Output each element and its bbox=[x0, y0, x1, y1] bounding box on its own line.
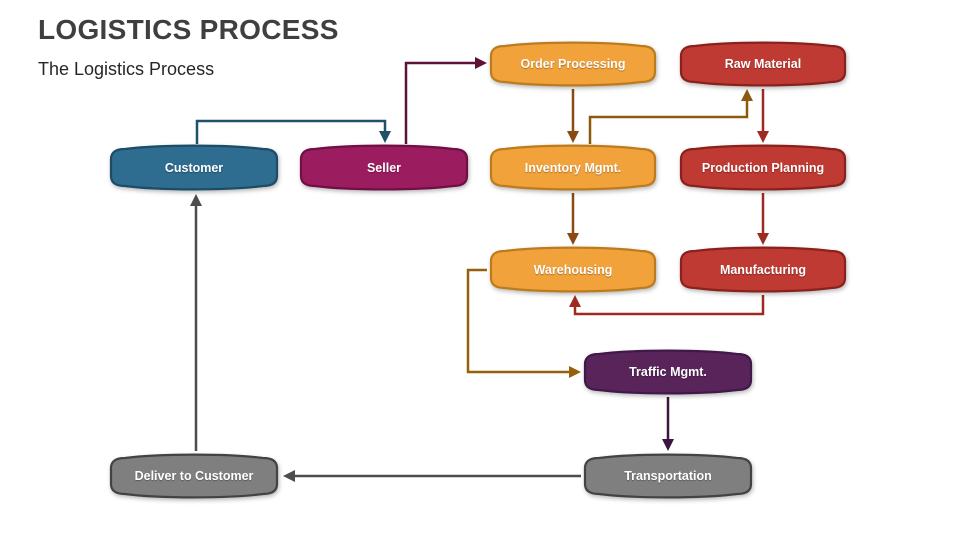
edge-transportation-to-deliver-to-customer bbox=[283, 470, 581, 482]
node-shape bbox=[109, 453, 279, 499]
node-inventory-mgmt: Inventory Mgmt. bbox=[488, 143, 658, 192]
edge-traffic-mgmt-to-transportation bbox=[662, 397, 674, 451]
slide-title: LOGISTICS PROCESS bbox=[38, 14, 339, 45]
node-label: Deliver to Customer bbox=[134, 469, 254, 483]
node-shape bbox=[489, 246, 657, 293]
edge-order-processing-to-inventory-mgmt bbox=[567, 89, 579, 143]
node-label: Manufacturing bbox=[719, 262, 807, 277]
node-shape bbox=[679, 144, 847, 191]
arrowhead-icon bbox=[567, 233, 579, 245]
arrowhead-icon bbox=[741, 89, 753, 101]
node-label: Transportation bbox=[624, 469, 712, 483]
edge-production-planning-to-manufacturing bbox=[757, 193, 769, 245]
node-label: Inventory Mgmt. bbox=[524, 160, 622, 175]
arrowhead-icon bbox=[569, 366, 581, 378]
node-shape bbox=[109, 144, 279, 191]
edge-raw-material-to-production-planning bbox=[757, 89, 769, 143]
node-shape bbox=[679, 41, 847, 87]
node-deliver-to-customer: Deliver to Customer bbox=[108, 452, 280, 500]
node-shape bbox=[489, 144, 657, 191]
edge-manufacturing-to-warehousing bbox=[569, 295, 765, 316]
node-label: Warehousing bbox=[533, 262, 613, 277]
node-label: Customer bbox=[164, 160, 224, 175]
node-shape bbox=[489, 41, 657, 87]
node-label: Raw Material bbox=[724, 57, 802, 71]
arrowhead-icon bbox=[283, 470, 295, 482]
node-label: Traffic Mgmt. bbox=[629, 365, 707, 379]
slide-subtitle: The Logistics Process bbox=[38, 59, 215, 79]
node-shape bbox=[679, 246, 847, 293]
node-production-planning: Production Planning bbox=[678, 143, 848, 192]
edge-inventory-mgmt-to-raw-material bbox=[588, 89, 753, 144]
arrowhead-icon bbox=[662, 439, 674, 451]
node-seller: Seller bbox=[298, 143, 470, 192]
node-label: Production Planning bbox=[701, 160, 825, 175]
node-shape bbox=[299, 144, 469, 191]
node-shape bbox=[583, 349, 753, 395]
edge-deliver-to-customer-to-customer bbox=[190, 194, 202, 451]
node-order-processing: Order Processing bbox=[488, 40, 658, 88]
node-manufacturing: Manufacturing bbox=[678, 245, 848, 294]
node-label: Seller bbox=[366, 160, 402, 175]
edge-warehousing-to-traffic-mgmt bbox=[466, 268, 581, 378]
node-raw-material: Raw Material bbox=[678, 40, 848, 88]
node-customer: Customer bbox=[108, 143, 280, 192]
arrowhead-icon bbox=[475, 57, 487, 69]
node-shape bbox=[583, 453, 753, 499]
node-warehousing: Warehousing bbox=[488, 245, 658, 294]
edge-inventory-mgmt-to-warehousing bbox=[567, 193, 579, 245]
node-label: Order Processing bbox=[520, 57, 626, 71]
arrowhead-icon bbox=[379, 131, 391, 143]
node-transportation: Transportation bbox=[582, 452, 754, 500]
arrowhead-icon bbox=[757, 131, 769, 143]
arrowhead-icon bbox=[757, 233, 769, 245]
node-traffic-mgmt: Traffic Mgmt. bbox=[582, 348, 754, 396]
arrowhead-icon bbox=[190, 194, 202, 206]
arrowhead-icon bbox=[569, 295, 581, 307]
arrowhead-icon bbox=[567, 131, 579, 143]
edge-customer-to-seller bbox=[195, 119, 391, 144]
edge-seller-to-order-processing bbox=[404, 57, 487, 144]
